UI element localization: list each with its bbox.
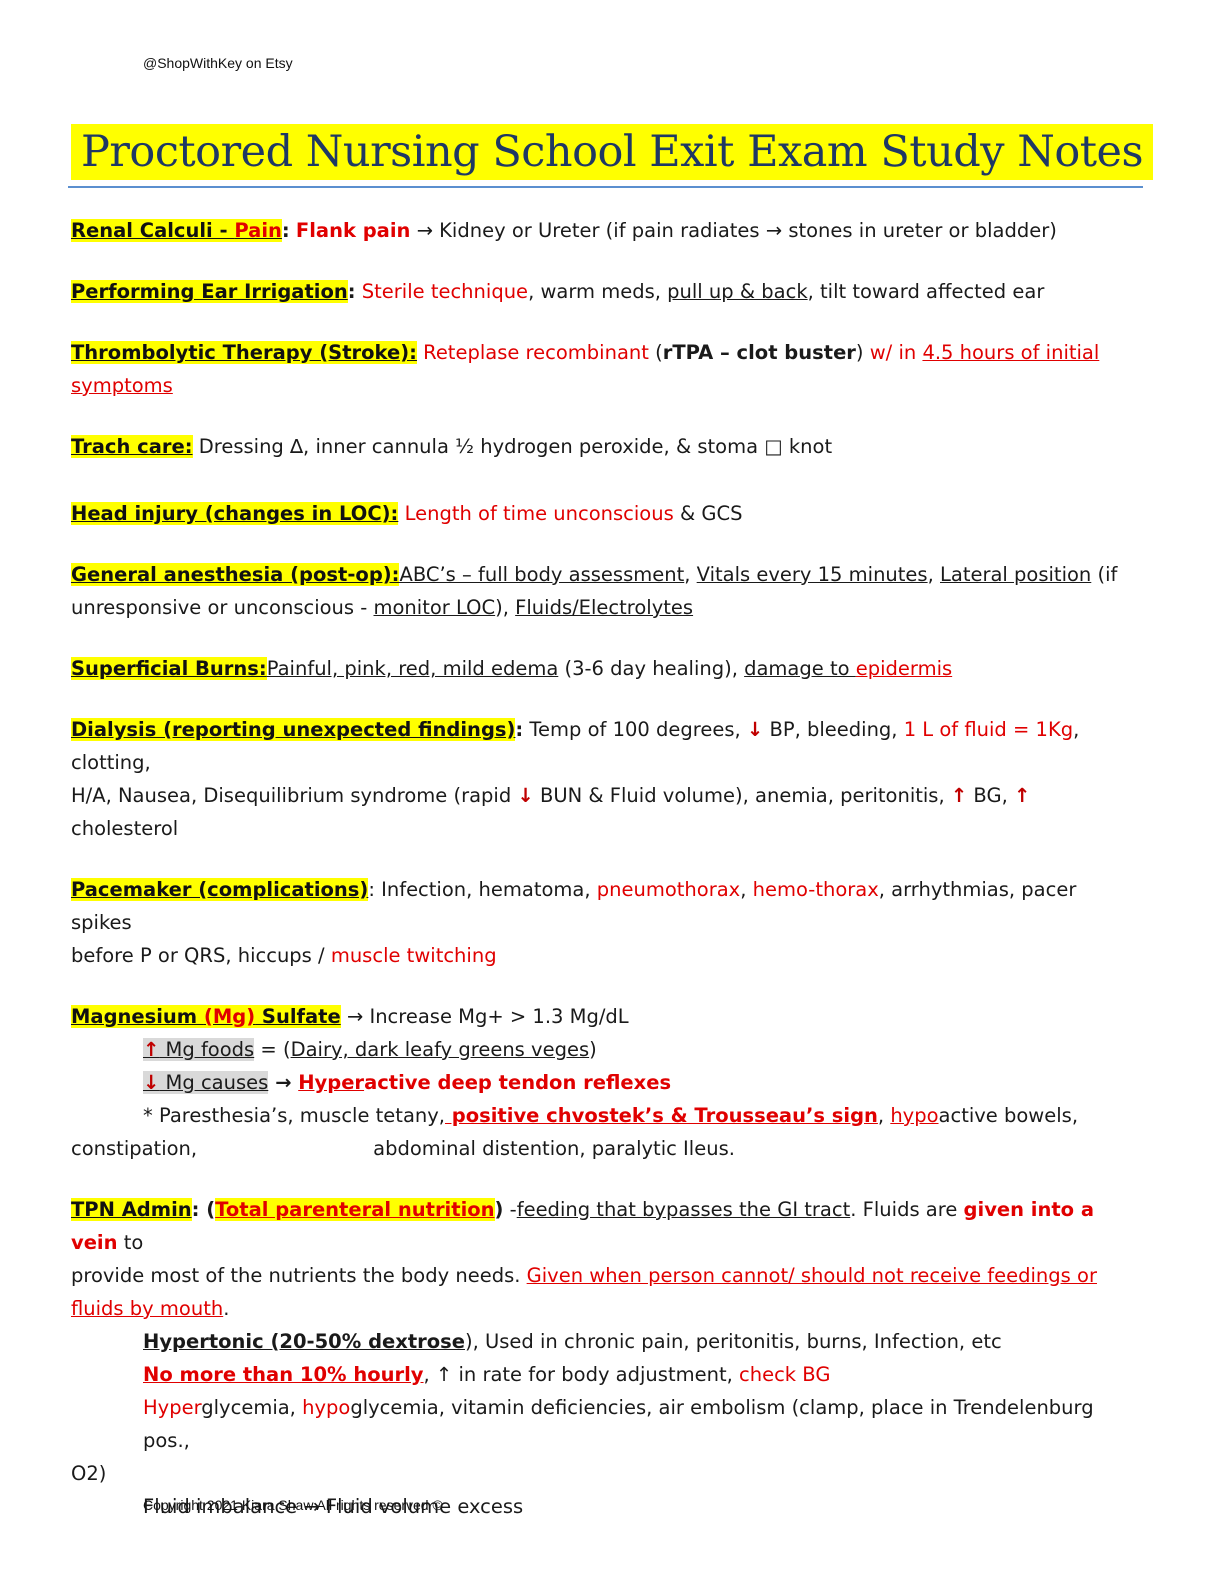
- note-thrombolytic: Thrombolytic Therapy (Stroke): Reteplase…: [71, 341, 1100, 397]
- trach-title: Trach care:: [71, 435, 193, 458]
- title-container: Proctored Nursing School Exit Exam Study…: [0, 124, 1224, 180]
- thrombo-title: Thrombolytic Therapy (Stroke):: [71, 341, 417, 364]
- arrow-down-icon: ↓: [517, 784, 534, 807]
- tpn-title: TPN Admin: [71, 1198, 192, 1221]
- arrow-up-icon: ↑: [1013, 784, 1031, 807]
- note-renal-calculi: Renal Calculi - Pain: Flank pain → Kidne…: [71, 219, 1057, 242]
- note-trach-care: Trach care: Dressing ∆, inner cannula ½ …: [71, 435, 833, 458]
- burns-title: Superficial Burns:: [71, 657, 267, 680]
- ear-title: Performing Ear Irrigation: [71, 280, 348, 303]
- note-head-injury: Head injury (changes in LOC): Length of …: [71, 502, 743, 525]
- title-divider: [68, 186, 1143, 188]
- pacemaker-title: Pacemaker (complications): [71, 878, 369, 901]
- renal-flank: Flank pain: [295, 219, 411, 242]
- note-burns: Superficial Burns:Painful, pink, red, mi…: [71, 657, 953, 680]
- header-note: @ShopWithKey on Etsy: [143, 55, 293, 71]
- page-title: Proctored Nursing School Exit Exam Study…: [70, 124, 1154, 180]
- head-title: Head injury (changes in LOC):: [71, 502, 399, 525]
- arrow-up-icon: ↑: [950, 784, 968, 807]
- footer-copyright: Copyright 2021 Kiara Shaw All rights res…: [143, 1497, 443, 1513]
- arrow-down-icon: ↓: [143, 1071, 160, 1094]
- note-magnesium: Magnesium (Mg) Sulfate → Increase Mg+ > …: [71, 1005, 1079, 1160]
- renal-title: Renal Calculi - Pain: [71, 219, 282, 242]
- note-anesthesia: General anesthesia (post-op):ABC’s – ful…: [71, 563, 1118, 619]
- arrow-down-icon: ↓: [746, 718, 764, 741]
- note-dialysis: Dialysis (reporting unexpected findings)…: [71, 718, 1080, 840]
- mg-foods-label: ↑ Mg foods: [143, 1038, 255, 1061]
- notes-body: Renal Calculi - Pain: Flank pain → Kidne…: [71, 214, 1131, 1551]
- anesthesia-title: General anesthesia (post-op):: [71, 563, 400, 586]
- arrow-up-icon: ↑: [143, 1038, 160, 1061]
- note-ear-irrigation: Performing Ear Irrigation: Sterile techn…: [71, 280, 1045, 303]
- note-pacemaker: Pacemaker (complications): Infection, he…: [71, 878, 1077, 967]
- dialysis-title: Dialysis (reporting unexpected findings): [71, 718, 516, 741]
- mg-causes-label: ↓ Mg causes: [143, 1071, 269, 1094]
- note-tpn: TPN Admin: (Total parenteral nutrition) …: [71, 1198, 1097, 1518]
- magnesium-title: Magnesium (Mg) Sulfate: [71, 1005, 341, 1028]
